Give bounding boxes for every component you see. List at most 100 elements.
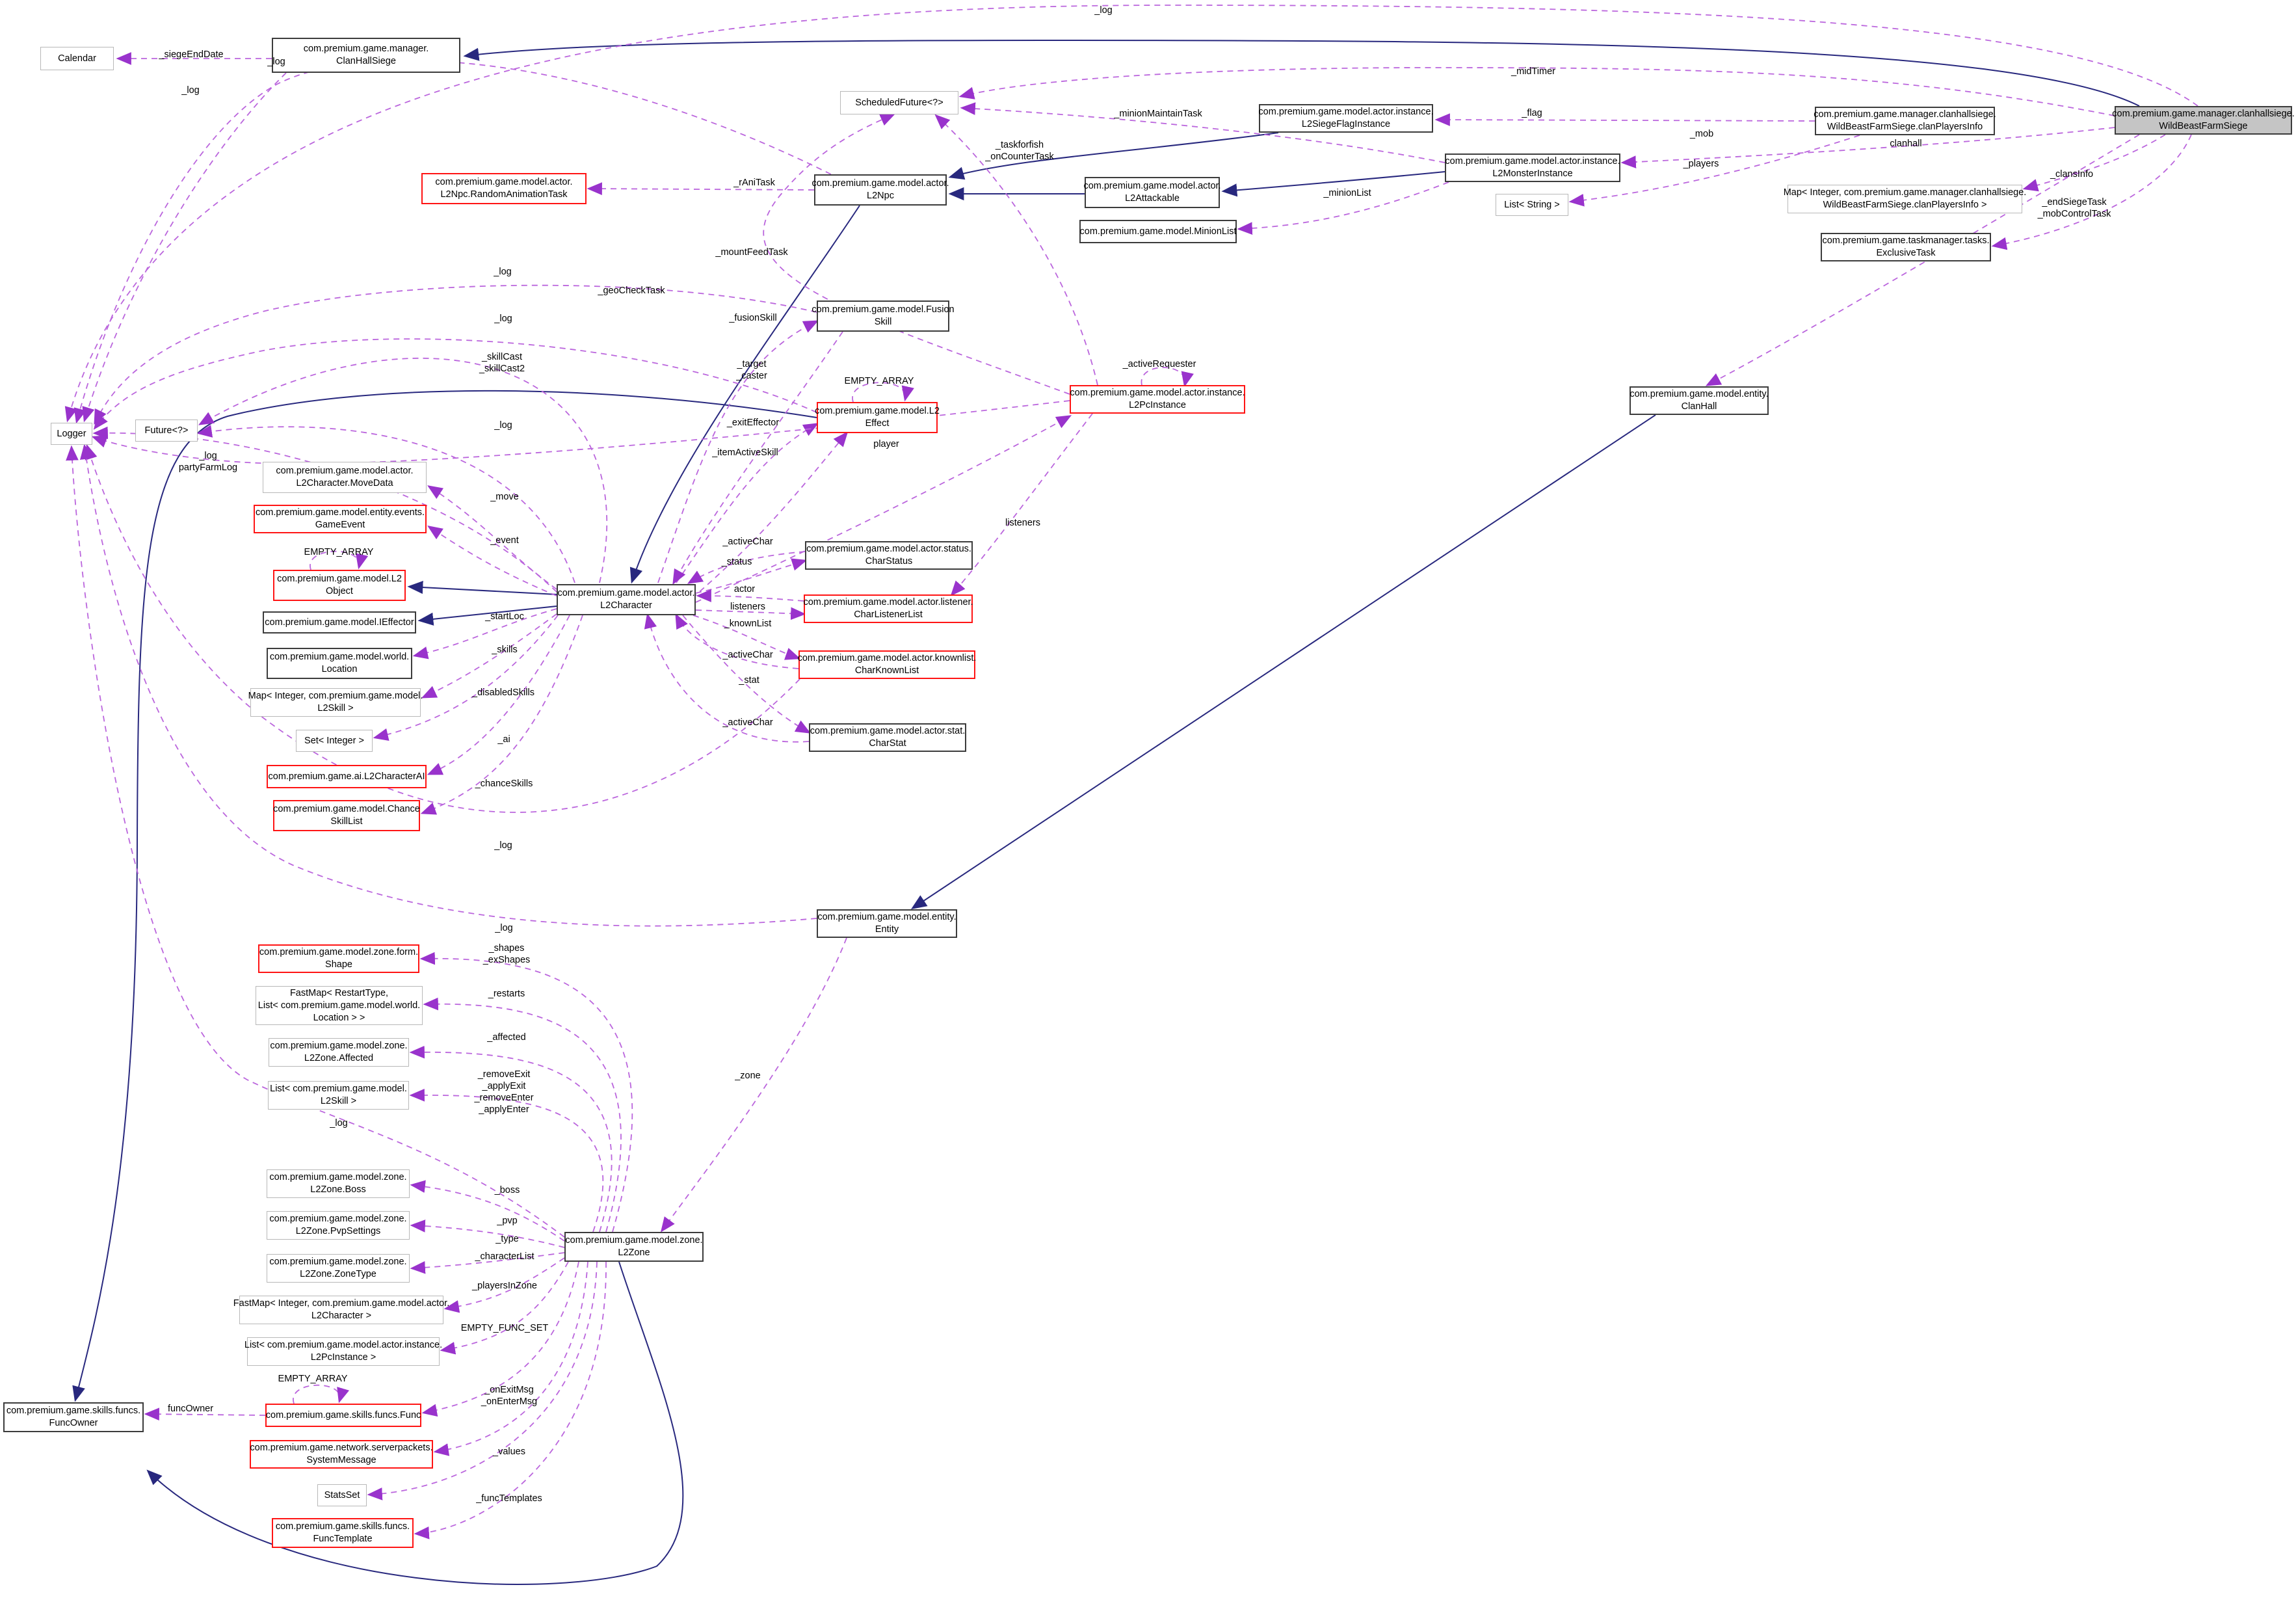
usage-edge-l2-npc-to-random-animation-task (587, 182, 815, 195)
node-label-line: Map< Integer, com.premium.game.manager.c… (1783, 187, 2027, 198)
usage-edge-l2-character-to-char-listener-list (695, 607, 806, 620)
node-label-line: L2Zone.Boss (310, 1184, 366, 1195)
node-exclusive-task[interactable]: com.premium.game.taskmanager.tasks.Exclu… (1821, 233, 1991, 261)
node-char-listener-list[interactable]: com.premium.game.model.actor.listener. Ch… (803, 594, 973, 623)
node-label-line: Calendar (58, 53, 96, 64)
usage-edge-clan-players-info-to-l2-siege-flag-instance (1434, 113, 1815, 126)
node-label-line: com.premium.game.model.actor.status. (806, 544, 971, 554)
node-stats-set[interactable]: StatsSet (317, 1484, 367, 1506)
node-label-line: com.premium.game.model.actor. (1083, 181, 1221, 191)
node-label-line: List< com.premium.game.model.actor.insta… (244, 1340, 443, 1350)
node-label-line: L2Skill > (320, 1096, 357, 1106)
node-func-template[interactable]: com.premium.game.skills.funcs.FuncTempla… (272, 1518, 414, 1548)
node-l2-character-ai[interactable]: com.premium.game.ai.L2CharacterAI (267, 765, 427, 788)
node-char-status[interactable]: com.premium.game.model.actor.status. Char… (805, 541, 973, 570)
node-list-string[interactable]: List< String > (1496, 194, 1568, 216)
node-l2-zone[interactable]: com.premium.game.model.zone.L2Zone (564, 1232, 704, 1262)
node-map-l2-skill[interactable]: Map< Integer, com.premium.game.model.L2S… (248, 688, 423, 717)
node-label-line: com.premium.game.model.actor.knownlist. (797, 653, 977, 663)
node-clan-hall[interactable]: com.premium.game.model.entity.ClanHall (1630, 386, 1769, 415)
node-label-line: Location (321, 664, 358, 674)
usage-edge-clan-players-info-to-list-string (1568, 135, 1860, 207)
usage-edge-l2-zone-to-func-template (414, 1261, 607, 1540)
node-wild-beast-farm-siege[interactable]: com.premium.game.manager.clanhallsiege.W… (2112, 106, 2295, 135)
node-label-line: com.premium.game.model.actor.listener. (803, 597, 973, 607)
node-label-line: L2Character.MoveData (296, 478, 393, 488)
node-future[interactable]: Future<?> (135, 420, 198, 442)
node-l2-monster-instance[interactable]: com.premium.game.model.actor.instance.L2… (1445, 153, 1620, 182)
node-func-owner[interactable]: com.premium.game.skills.funcs.FuncOwner (3, 1402, 144, 1432)
node-fastmap-l2-character[interactable]: FastMap< Integer, com.premium.game.model… (233, 1296, 449, 1324)
node-location[interactable]: com.premium.game.model.world. Location (267, 648, 412, 679)
node-label-line: com.premium.game.taskmanager.tasks. (1822, 235, 1990, 246)
node-clan-players-info[interactable]: com.premium.game.manager.clanhallsiege.W… (1814, 107, 1996, 135)
node-zone-type[interactable]: com.premium.game.model.zone.L2Zone.ZoneT… (267, 1254, 410, 1283)
node-label-line: WildBeastFarmSiege.clanPlayersInfo (1827, 122, 1983, 132)
usage-edge-l2-pc-instance-to-l2-pc-instance (1141, 367, 1194, 388)
node-l2-siege-flag-instance[interactable]: com.premium.game.model.actor.instance.L2… (1258, 104, 1434, 133)
usage-edge-wild-beast-farm-siege-to-l2-monster-instance (1620, 127, 2115, 168)
node-label-line: L2Character (600, 600, 652, 611)
node-label-line: GameEvent (315, 520, 365, 530)
node-char-stat[interactable]: com.premium.game.model.actor.stat.CharSt… (809, 723, 966, 752)
node-label-line: L2MonsterInstance (1492, 168, 1573, 179)
node-label-line: CharStatus (865, 556, 913, 567)
node-label-line: StatsSet (324, 1489, 360, 1500)
node-label-line: com.premium.game.manager. (303, 44, 429, 54)
node-label-line: List< com.premium.game.model. (270, 1084, 407, 1094)
node-l2-pc-instance[interactable]: com.premium.game.model.actor.instance.L2… (1070, 385, 1245, 414)
node-shape[interactable]: com.premium.game.model.zone.form.Shape (258, 944, 419, 973)
node-l2-npc[interactable]: com.premium.game.model.actor.L2Npc (812, 174, 949, 206)
node-label-line: com.premium.game.model.actor.instance. (1258, 107, 1434, 117)
node-label-line: List< com.premium.game.model.world. (257, 1000, 421, 1011)
node-label-line: com.premium.game.model.zone. (269, 1257, 407, 1267)
node-game-event[interactable]: com.premium.game.model.entity.events.Gam… (254, 505, 427, 533)
node-system-message[interactable]: com.premium.game.network.serverpackets.S… (250, 1440, 433, 1469)
node-i-effector[interactable]: com.premium.game.model.IEffector (263, 611, 416, 633)
node-label-line: L2Npc (867, 191, 894, 201)
node-set-integer[interactable]: Set< Integer > (296, 730, 373, 752)
inheritance-edge-l2-character-to-l2-object (407, 581, 557, 595)
node-minion-list[interactable]: com.premium.game.model.MinionList (1079, 220, 1237, 243)
usage-edge-l2-zone-to-zone-type (410, 1252, 565, 1274)
node-char-known-list[interactable]: com.premium.game.model.actor.knownlist.C… (797, 650, 977, 679)
usage-edge-l2-zone-to-system-message (433, 1261, 588, 1456)
node-label-line: CharListenerList (854, 609, 923, 620)
usage-edge-l2-character-to-map-l2-skill (421, 613, 557, 699)
node-map-clan-players-info[interactable]: Map< Integer, com.premium.game.manager.c… (1784, 185, 2026, 213)
node-fastmap-restart[interactable]: FastMap< RestartType, List< com.premium.… (256, 986, 423, 1025)
node-func[interactable]: com.premium.game.skills.funcs.Func (265, 1404, 421, 1427)
usage-edge-l2-character-to-char-stat (682, 615, 812, 734)
usage-edge-char-stat-to-l2-character (644, 613, 810, 743)
node-zone-affected[interactable]: com.premium.game.model.zone.L2Zone.Affec… (269, 1038, 409, 1067)
inheritance-edge-l2-character-to-i-effector (417, 606, 557, 626)
node-clan-hall-siege[interactable]: com.premium.game.manager.ClanHallSiege (272, 38, 460, 73)
node-label-line: Skill (874, 317, 892, 327)
usage-edge-entity-to-l2-zone (660, 937, 847, 1233)
usage-edge-l2-character-to-l2-pc-instance (695, 415, 1072, 603)
usage-edge-char-known-list-to-logger (85, 444, 800, 813)
usage-edge-l2-zone-to-func (421, 1261, 579, 1417)
node-label-line: List< String > (1504, 199, 1560, 210)
node-list-l2-skill[interactable]: List< com.premium.game.model. L2Skill > (268, 1081, 409, 1110)
node-zone-pvp[interactable]: com.premium.game.model.zone.L2Zone.PvpSe… (267, 1211, 410, 1240)
node-entity[interactable]: com.premium.game.model.entity.Entity (817, 909, 957, 938)
node-label-line: com.premium.game.model.actor.instance. (1070, 388, 1245, 398)
node-zone-boss[interactable]: com.premium.game.model.zone.L2Zone.Boss (267, 1169, 410, 1198)
node-l2-character[interactable]: com.premium.game.model.actor.L2Character (557, 584, 696, 615)
inheritance-edge-clan-hall-to-entity (911, 414, 1656, 909)
usage-edge-wild-beast-farm-siege-to-exclusive-task (1991, 134, 2192, 250)
node-list-l2-pc[interactable]: List< com.premium.game.model.actor.insta… (244, 1337, 443, 1366)
node-move-data[interactable]: com.premium.game.model.actor.L2Character… (263, 462, 427, 493)
node-label-line: com.premium.game.model.Fusion (812, 304, 955, 315)
node-scheduled-future[interactable]: ScheduledFuture<?> (840, 91, 958, 114)
node-calendar[interactable]: Calendar (40, 47, 114, 70)
node-random-animation-task[interactable]: com.premium.game.model.actor.L2Npc.Rando… (421, 173, 587, 204)
node-logger[interactable]: Logger (51, 423, 92, 445)
node-l2-attackable[interactable]: com.premium.game.model.actor.L2Attackabl… (1083, 177, 1221, 208)
node-label-line: com.premium.game.model.world. (269, 652, 410, 662)
